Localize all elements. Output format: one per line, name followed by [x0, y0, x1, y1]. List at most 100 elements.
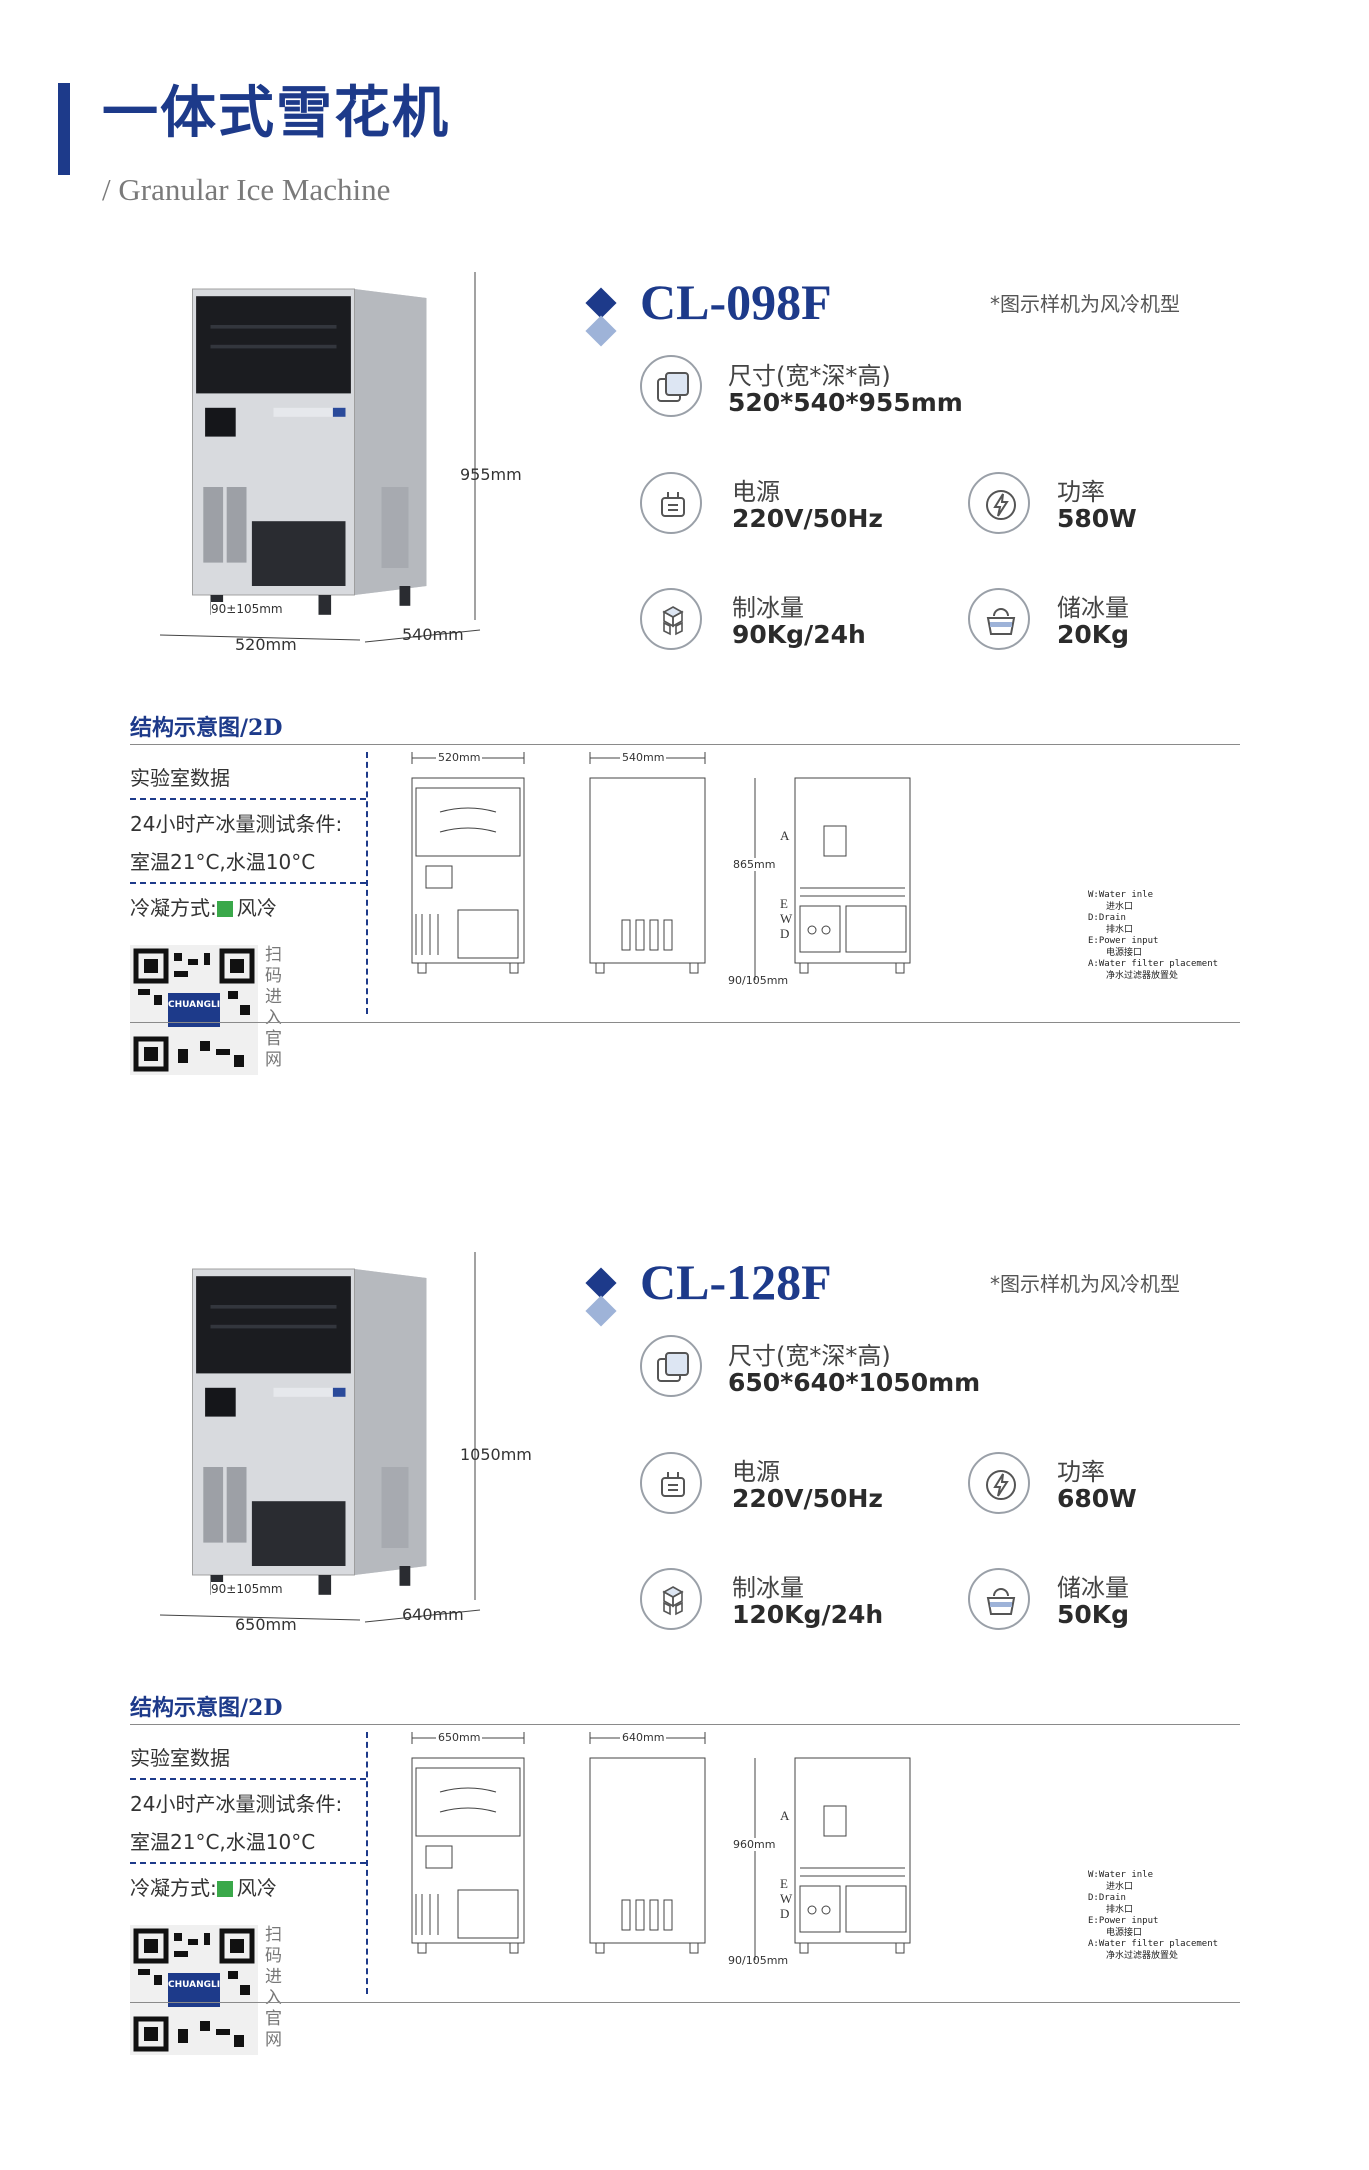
- size-icon: [640, 355, 702, 417]
- model-note: *图示样机为风冷机型: [990, 292, 1180, 316]
- dim-leg: 90±105mm: [211, 1582, 283, 1596]
- letter-w: W: [780, 911, 793, 926]
- side-depth: 640mm: [620, 1731, 667, 1744]
- size-label: 尺寸(宽*深*高): [728, 1342, 891, 1370]
- front-width: 650mm: [436, 1731, 483, 1744]
- diamond-icon: [585, 1267, 617, 1299]
- legend-d: D:Drain: [1088, 913, 1126, 923]
- section-title: 结构示意图/2D: [130, 1695, 283, 1721]
- model-section-0: 955mm 90±105mm 520mm 540mm CL-098F *图示样机…: [0, 250, 1369, 1150]
- side-depth: 540mm: [620, 751, 667, 764]
- ice-value: 90Kg/24h: [732, 620, 866, 649]
- storage-label: 储冰量: [1057, 594, 1129, 622]
- model-note: *图示样机为风冷机型: [990, 1272, 1180, 1296]
- legend-e-cn: 电源接口: [1106, 1927, 1143, 1938]
- power-value: 220V/50Hz: [732, 1484, 883, 1513]
- ice-bin-icon: [968, 1568, 1030, 1630]
- dashed-divider: [366, 752, 368, 1014]
- diamond-icon: [585, 1295, 617, 1327]
- storage-label: 储冰量: [1057, 1574, 1129, 1602]
- dimension-lines: [159, 1252, 481, 1623]
- legend-a: A:Water filter placement: [1088, 1939, 1219, 1949]
- power-plug-icon: [640, 472, 702, 534]
- model-name: CL-098F: [640, 274, 832, 330]
- storage-value: 20Kg: [1057, 620, 1130, 649]
- qr-brand: CHUANGLI: [168, 1000, 221, 1010]
- title-accent-bar: [58, 83, 70, 175]
- lab-line1: 24小时产冰量测试条件:: [130, 812, 343, 836]
- ice-bin-icon: [968, 588, 1030, 650]
- back-height: 960mm: [733, 1838, 776, 1851]
- 2d-drawings: [411, 1732, 911, 1960]
- dashed-divider: [130, 1862, 366, 1864]
- drawing-legend: W:Water inle 进水口 D:Drain 排水口 E:Power inp…: [1088, 1870, 1218, 1962]
- watt-value: 580W: [1057, 504, 1137, 533]
- page-title: 一体式雪花机: [102, 80, 450, 146]
- ice-label: 制冰量: [732, 1574, 804, 1602]
- scan-prompt: 扫码进入官网: [265, 1925, 282, 2050]
- legend-e-cn: 电源接口: [1106, 947, 1143, 958]
- legend-a-cn: 净水过滤器放置处: [1106, 1950, 1179, 1961]
- legend-e: E:Power input: [1088, 1916, 1159, 1926]
- legend-w: W:Water inle: [1088, 890, 1154, 900]
- lightning-icon: [968, 1452, 1030, 1514]
- divider: [130, 1724, 1240, 1725]
- power-label: 电源: [732, 1458, 780, 1486]
- cond-label: 冷凝方式:: [130, 896, 217, 920]
- divider: [130, 744, 1240, 745]
- model-name: CL-128F: [640, 1254, 832, 1310]
- condensing-method: 冷凝方式:风冷: [130, 892, 277, 921]
- letter-a: A: [780, 828, 790, 843]
- letter-a: A: [780, 1808, 790, 1823]
- qr-code[interactable]: [130, 945, 258, 1075]
- lab-title: 实验室数据: [130, 766, 230, 790]
- legend-d-cn: 排水口: [1106, 1904, 1134, 1915]
- leg-height: 90/105mm: [728, 974, 789, 987]
- size-icon: [640, 1335, 702, 1397]
- power-label: 电源: [732, 478, 780, 506]
- ice-cubes-icon: [640, 1568, 702, 1630]
- size-value: 650*640*1050mm: [728, 1368, 981, 1397]
- fan-icon: [216, 901, 233, 917]
- letter-e: E: [780, 896, 788, 911]
- legend-d: D:Drain: [1088, 1893, 1126, 1903]
- ice-label: 制冰量: [732, 594, 804, 622]
- model-section-1: 1050mm 90±105mm 650mm 640mm CL-128F *图示样…: [0, 1230, 1369, 2130]
- machine-photo: [192, 1268, 427, 1595]
- power-plug-icon: [640, 1452, 702, 1514]
- ice-value: 120Kg/24h: [732, 1600, 884, 1629]
- letter-e: E: [780, 1876, 788, 1891]
- dim-width: 650mm: [235, 1615, 297, 1634]
- legend-a-cn: 净水过滤器放置处: [1106, 970, 1179, 981]
- lab-line2: 室温21°C,水温10°C: [130, 1830, 316, 1854]
- dim-leg: 90±105mm: [211, 602, 283, 616]
- watt-label: 功率: [1057, 1458, 1105, 1486]
- watt-value: 680W: [1057, 1484, 1137, 1513]
- dashed-divider: [130, 798, 366, 800]
- legend-w-cn: 进水口: [1106, 901, 1134, 912]
- letter-d: D: [780, 926, 790, 941]
- qr-code[interactable]: [130, 1925, 258, 2055]
- power-value: 220V/50Hz: [732, 504, 883, 533]
- diamond-icon: [585, 315, 617, 347]
- watt-label: 功率: [1057, 478, 1105, 506]
- dim-height: 955mm: [460, 465, 522, 484]
- machine-photo: [192, 288, 427, 615]
- letters-ewd: E W D: [780, 896, 792, 941]
- section-title: 结构示意图/2D: [130, 715, 283, 741]
- 2d-drawings: [411, 752, 911, 980]
- lab-title: 实验室数据: [130, 1746, 230, 1770]
- lab-line2: 室温21°C,水温10°C: [130, 850, 316, 874]
- legend-w-cn: 进水口: [1106, 1881, 1134, 1892]
- cond-value: 风冷: [236, 1876, 277, 1900]
- letter-d: D: [780, 1906, 790, 1921]
- dim-depth: 540mm: [402, 625, 464, 644]
- legend-e: E:Power input: [1088, 936, 1159, 946]
- dashed-divider: [130, 1778, 366, 1780]
- condensing-method: 冷凝方式: 风冷: [130, 1872, 277, 1901]
- dashed-divider: [366, 1732, 368, 1994]
- cond-label: 冷凝方式:: [130, 1876, 217, 1900]
- dim-height: 1050mm: [460, 1445, 532, 1464]
- scan-prompt: 扫码进入官网: [265, 945, 282, 1070]
- ice-cubes-icon: [640, 588, 702, 650]
